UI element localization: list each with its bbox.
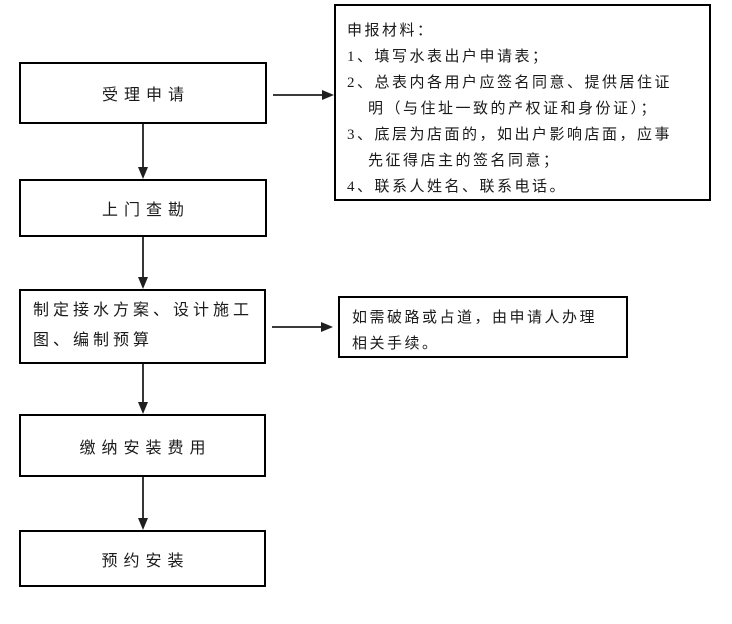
arrow-right-step1-materials-icon (273, 90, 334, 100)
step-label-line: 图、编制预算 (33, 332, 154, 349)
step-label: 预约安装 (101, 552, 190, 570)
step-label: 缴纳安装费用 (79, 439, 212, 457)
materials-item: 4、联系人姓名、联系电话。 (347, 179, 568, 195)
arrow-down-step3-step4-icon (138, 364, 148, 414)
materials-item-continuation: 先征得店主的签名同意； (368, 153, 561, 169)
materials-title: 申报材料： (347, 23, 435, 39)
materials-item: 1、填写水表出户申请表； (347, 49, 550, 65)
step-box-schedule-installation: 预约安装 (19, 530, 266, 587)
road-note-line: 如需破路或占道，由申请人办理 (352, 310, 598, 326)
arrow-right-step3-roadnote-icon (272, 322, 333, 332)
step-box-site-survey: 上门查勘 (19, 179, 267, 237)
arrow-down-step1-step2-icon (138, 124, 148, 179)
road-permit-note-box: 如需破路或占道，由申请人办理 相关手续。 (338, 296, 628, 358)
arrow-down-step4-step5-icon (138, 477, 148, 530)
materials-item: 3、底层为店面的，如出户影响店面，应事 (347, 127, 673, 143)
road-note-line: 相关手续。 (352, 336, 440, 352)
step-box-pay-installation-fee: 缴纳安装费用 (19, 414, 266, 477)
step-label: 上门查勘 (101, 202, 190, 219)
step-box-design-plan: 制定接水方案、设计施工 图、编制预算 (19, 289, 266, 364)
materials-note-box: 申报材料： 1、填写水表出户申请表； 2、总表内各用户应签名同意、提供居住证 明… (334, 4, 711, 201)
materials-item: 2、总表内各用户应签名同意、提供居住证 (347, 75, 673, 91)
step-label: 受理申请 (101, 87, 190, 104)
step-label-line: 制定接水方案、设计施工 (33, 302, 254, 319)
arrow-down-step2-step3-icon (138, 237, 148, 289)
step-box-accept-application: 受理申请 (19, 62, 267, 124)
materials-item-continuation: 明（与住址一致的产权证和身份证）； (368, 101, 659, 117)
